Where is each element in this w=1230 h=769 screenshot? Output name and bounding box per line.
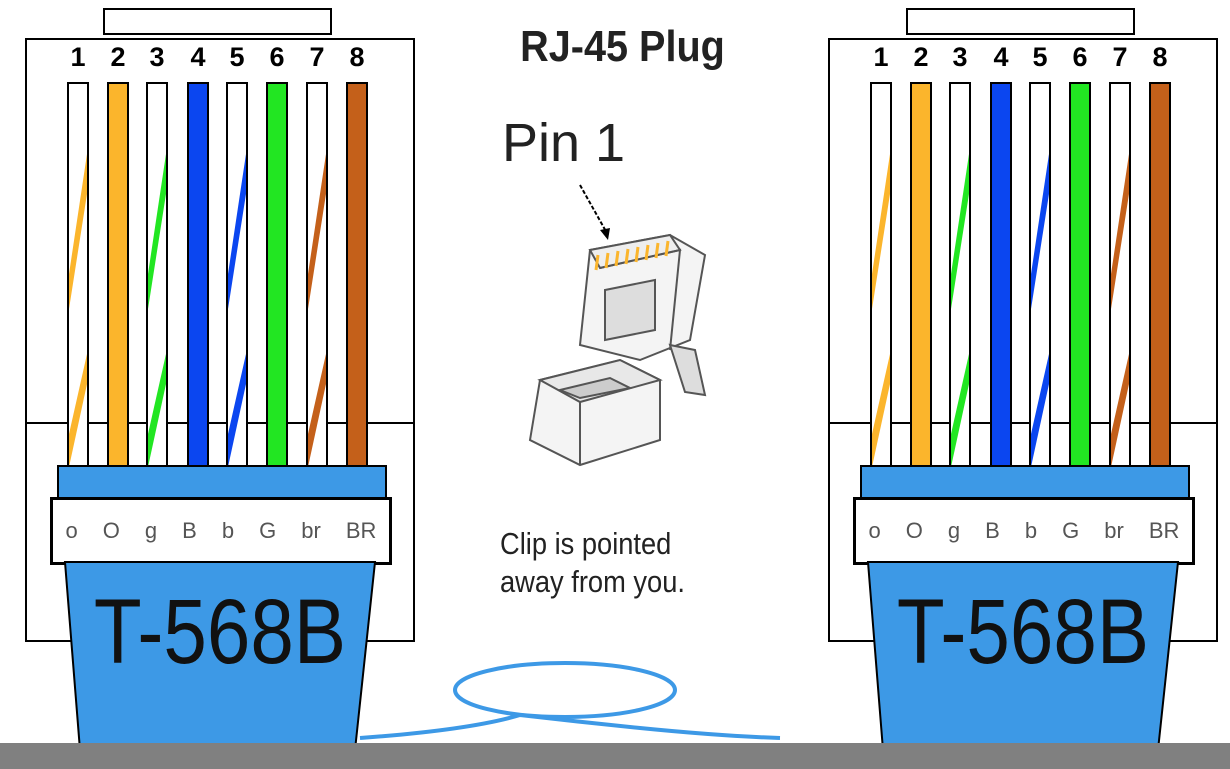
pin-number: 3 [952,42,968,72]
pin-number: 6 [269,42,285,72]
wire-color-abbr: o [868,518,881,543]
wire-G [266,82,288,467]
wire-br [306,82,328,467]
rj45-plug-illustration [528,184,707,467]
wire-color-abbr: o [65,518,78,543]
wire-color-abbr: B [182,518,197,543]
plug-clip-tab [103,8,332,35]
clip-note: Clip is pointed away from you. [500,525,685,601]
pin-number: 8 [1152,42,1168,72]
standard-label: T-568B [896,581,1150,683]
pin-number: 2 [913,42,929,72]
wire-color-abbr: g [144,518,158,543]
pin-number: 3 [149,42,165,72]
pin-number: 5 [229,42,245,72]
boot-top [57,465,387,499]
arrow-icon [579,184,609,236]
diagram-title: RJ-45 Plug [520,22,725,71]
wire-color-abbr: br [301,518,321,543]
wire-color-abbr: O [905,518,923,543]
wire-color-abbr: b [221,518,235,543]
bottom-bar [0,743,1230,769]
wire-BR [346,82,368,467]
pin-number: 1 [873,42,889,72]
wire-color-abbr: b [1024,518,1038,543]
wire-b [226,82,248,467]
wire-color-abbr: BR [1148,518,1180,543]
pin-number: 1 [70,42,86,72]
wire-color-abbr: B [985,518,1000,543]
wire-b [1029,82,1051,467]
wire-O [107,82,129,467]
pin-number: 7 [309,42,325,72]
wire-B [187,82,209,467]
pin-number: 4 [190,42,206,72]
clip-note-line1: Clip is pointed [500,526,672,561]
pin-number: 6 [1072,42,1088,72]
wire-g [949,82,971,467]
wire-O [910,82,932,467]
divider-line [830,422,1216,424]
wire-br [1109,82,1131,467]
boot-body [63,561,377,750]
pin-number: 2 [110,42,126,72]
pin-number: 5 [1032,42,1048,72]
wire-o [870,82,892,467]
wire-color-abbr: G [259,518,277,543]
wire-color-abbr: BR [345,518,377,543]
wire-color-abbr: O [102,518,120,543]
divider-line [27,422,413,424]
wire-color-abbr: G [1062,518,1080,543]
boot-top [860,465,1190,499]
wire-color-abbr: br [1104,518,1124,543]
pin-number: 8 [349,42,365,72]
plug-clip-tab [906,8,1135,35]
boot-body [866,561,1180,750]
wire-color-abbr: g [947,518,961,543]
clip-note-line2: away from you. [500,564,685,599]
standard-label: T-568B [93,581,347,683]
pin1-label: Pin 1 [502,113,626,173]
wire-g [146,82,168,467]
wire-o [67,82,89,467]
wire-BR [1149,82,1171,467]
pin-number: 4 [993,42,1009,72]
pin-number: 7 [1112,42,1128,72]
wire-G [1069,82,1091,467]
wire-B [990,82,1012,467]
